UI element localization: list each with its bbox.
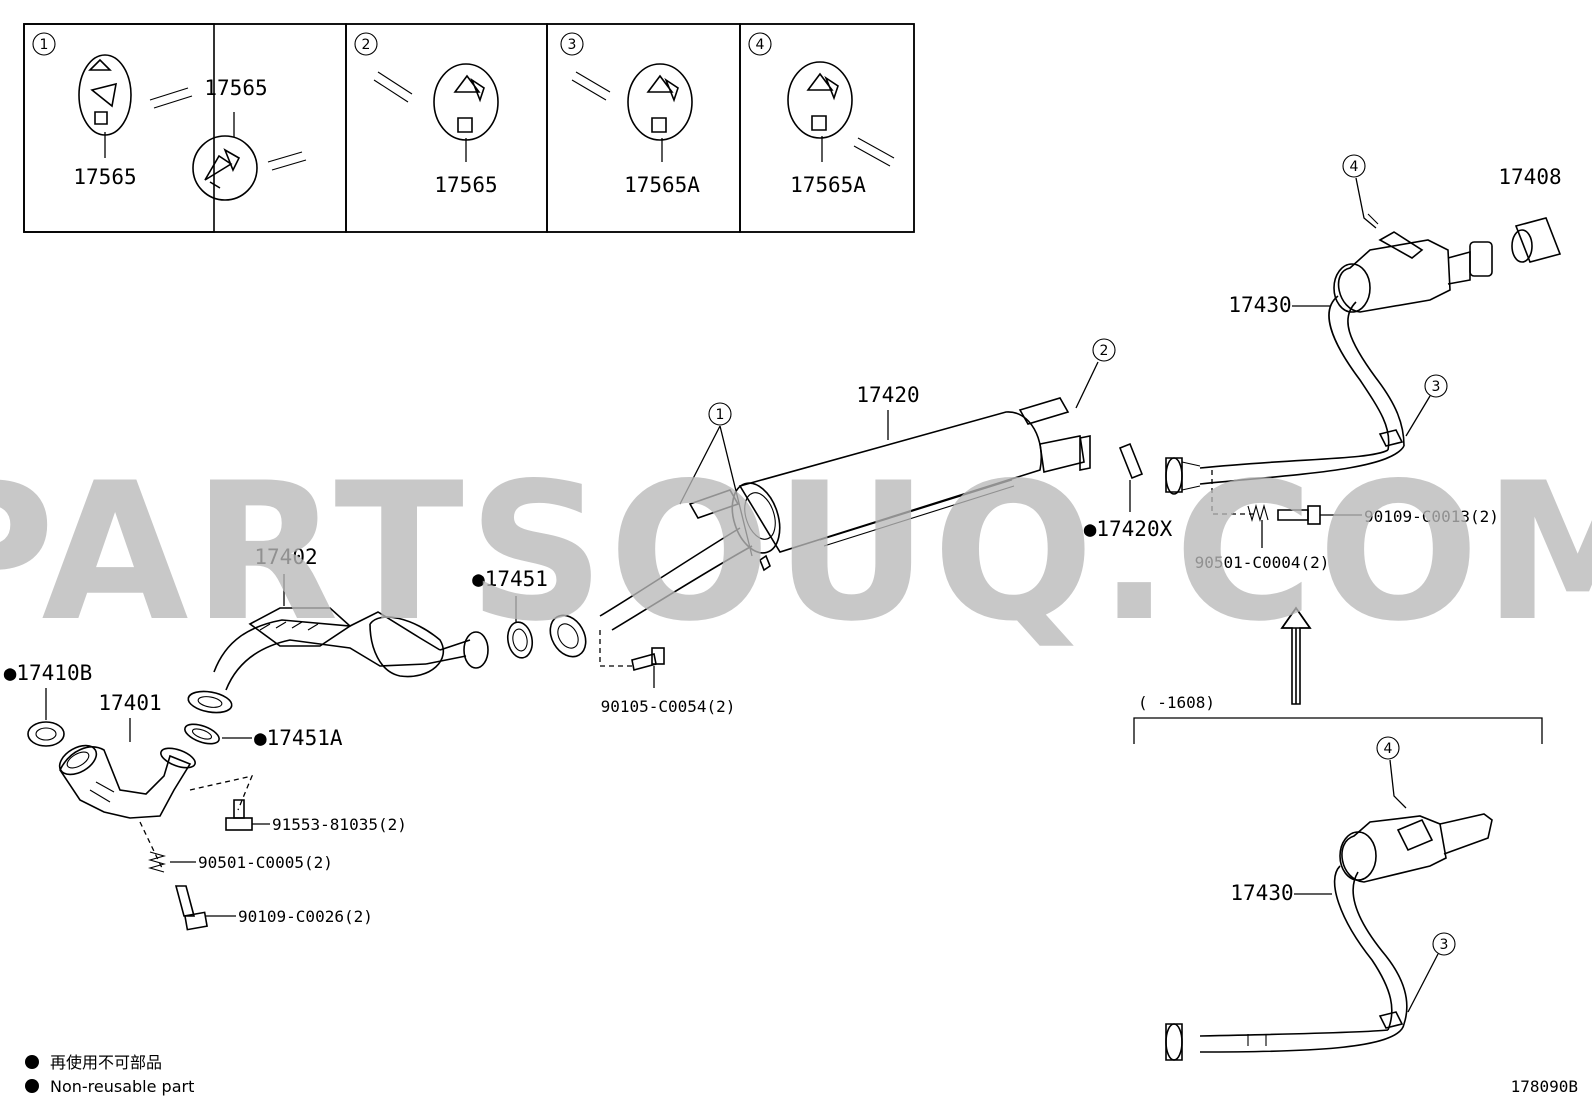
gasket-17451 bbox=[506, 621, 534, 659]
callout-3-upper: 3 bbox=[1432, 379, 1441, 395]
inset-number-circle bbox=[748, 32, 772, 56]
bolt-icon bbox=[174, 885, 208, 931]
callout-2: 2 bbox=[1100, 343, 1109, 359]
inset-number: 4 bbox=[756, 37, 765, 53]
inset-2: 2 17565 bbox=[354, 32, 499, 197]
rubber-hanger-icon bbox=[78, 54, 132, 136]
part-label: 17565A bbox=[790, 173, 866, 197]
inset-number-circle bbox=[560, 32, 584, 56]
bolt-label-90109-c0026: 90109-C0026(2) bbox=[238, 907, 373, 926]
rubber-hanger-icon bbox=[787, 61, 853, 139]
callout-circle bbox=[1342, 154, 1366, 178]
hanger-rod-icon bbox=[853, 137, 895, 167]
callout-4-upper: 4 bbox=[1350, 159, 1359, 175]
hanger-rod-icon bbox=[149, 87, 193, 109]
legend-en: Non-reusable part bbox=[50, 1077, 194, 1096]
bolt-icon bbox=[225, 799, 253, 831]
part-label: 17565A bbox=[624, 173, 700, 197]
part-label-17430-lower: 17430 bbox=[1230, 881, 1293, 905]
inset-box-2 bbox=[345, 23, 548, 233]
callout-4-lower: 4 bbox=[1384, 741, 1393, 757]
tail-pipe-assembly-upper bbox=[1165, 231, 1493, 495]
inset-4: 4 17565A bbox=[748, 32, 895, 197]
callout-circle bbox=[1432, 932, 1456, 956]
callout-circle bbox=[1092, 338, 1116, 362]
part-label-17430-upper: 17430 bbox=[1228, 293, 1291, 317]
callout-1: 1 bbox=[716, 407, 725, 423]
spring-label-90501-c0005: 90501-C0005(2) bbox=[198, 853, 333, 872]
hanger-rod-icon bbox=[373, 71, 413, 103]
callout-circle bbox=[1376, 736, 1400, 760]
inset-box-4 bbox=[739, 23, 915, 233]
bolt-icon bbox=[631, 647, 665, 671]
bullet-icon bbox=[25, 1055, 39, 1069]
bolt-label-91553-81035: 91553-81035(2) bbox=[272, 815, 407, 834]
center-muffler-17420 bbox=[549, 397, 1091, 658]
variant-bracket bbox=[1133, 717, 1543, 744]
inset-number: 2 bbox=[362, 37, 371, 53]
variant-range-label: ( -1608) bbox=[1138, 693, 1215, 712]
front-pipe-17402 bbox=[187, 607, 489, 714]
inset-panel bbox=[23, 23, 915, 233]
gasket-17420x bbox=[1118, 442, 1144, 480]
part-label-17420x: ●17420X bbox=[1084, 517, 1173, 541]
part-label-17451: ●17451 bbox=[472, 567, 548, 591]
legend: 再使用不可部品 Non-reusable part bbox=[25, 1053, 194, 1096]
legend-jp: 再使用不可部品 bbox=[50, 1053, 162, 1072]
inset-3: 3 17565A bbox=[560, 32, 700, 197]
spring-icon bbox=[147, 851, 167, 873]
inset-number: 1 bbox=[40, 37, 49, 53]
part-label-17401: 17401 bbox=[98, 691, 161, 715]
part-label-17420: 17420 bbox=[856, 383, 919, 407]
exhaust-pipe-17401 bbox=[58, 744, 196, 819]
part-label-17410b: ●17410B bbox=[4, 661, 93, 685]
rubber-hanger-icon bbox=[627, 63, 693, 141]
rubber-hanger-icon bbox=[433, 63, 499, 141]
bolt-label-90105-c0054: 90105-C0054(2) bbox=[601, 697, 736, 716]
part-label-17451a: ●17451A bbox=[254, 726, 343, 750]
inset-box-1 bbox=[23, 23, 347, 233]
diagram-code: 178090B bbox=[1511, 1077, 1578, 1096]
part-label-17402: 17402 bbox=[254, 545, 317, 569]
bolt-label-90109-c0013: 90109-C0013(2) bbox=[1364, 507, 1499, 526]
callout-circle bbox=[708, 402, 732, 426]
tail-pipe-assembly-lower bbox=[1165, 813, 1493, 1061]
arrow-up-icon bbox=[1280, 606, 1312, 705]
spring-label-90501-c0004: 90501-C0004(2) bbox=[1195, 553, 1330, 572]
part-label: 17565 bbox=[434, 173, 497, 197]
part-label: 17565 bbox=[73, 165, 136, 189]
gasket-17410b bbox=[27, 721, 65, 747]
callout-circle bbox=[1424, 374, 1448, 398]
tailpipe-tip bbox=[1511, 217, 1562, 263]
spring-icon bbox=[1247, 503, 1269, 523]
inset-number-circle bbox=[32, 32, 56, 56]
inset-number: 3 bbox=[568, 37, 577, 53]
bullet-icon bbox=[25, 1079, 39, 1093]
part-label: 17565 bbox=[204, 76, 267, 100]
gasket-17451a bbox=[184, 723, 220, 745]
hanger-rod-icon bbox=[571, 71, 611, 101]
inset-1: 1 17565 17565 bbox=[32, 32, 307, 201]
hanger-rod-icon bbox=[267, 151, 307, 171]
inset-number-circle bbox=[354, 32, 378, 56]
inset-box-3 bbox=[546, 23, 741, 233]
rubber-hanger-icon bbox=[192, 135, 258, 201]
callout-3-lower: 3 bbox=[1440, 937, 1449, 953]
watermark-text: PARTSOUQ.COM bbox=[0, 442, 1592, 663]
part-label-17408: 17408 bbox=[1498, 165, 1561, 189]
